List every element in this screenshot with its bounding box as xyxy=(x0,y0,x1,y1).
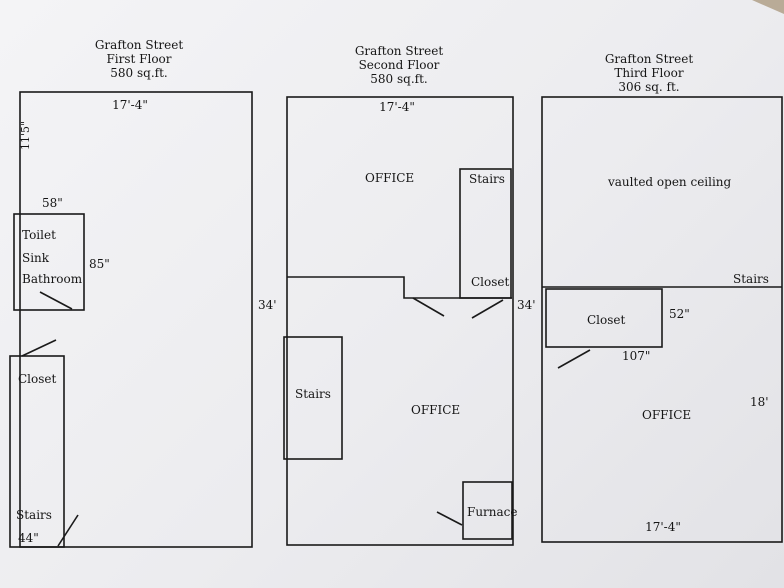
closet-label: Closet xyxy=(587,313,626,327)
toilet-label: Toilet xyxy=(22,228,56,242)
width-dimension: 17'-4" xyxy=(112,98,148,112)
floor-level: First Floor xyxy=(106,51,172,66)
width-dimension: 17'-4" xyxy=(645,520,681,534)
stairs-door xyxy=(57,514,79,547)
stairs-width: 44" xyxy=(18,531,39,545)
street-name: Grafton Street xyxy=(354,44,444,58)
closet-room xyxy=(545,288,663,348)
closet-depth: 52" xyxy=(669,307,690,321)
stairs-room xyxy=(283,336,343,460)
bathroom-width: 58" xyxy=(42,196,63,210)
closet-label: Closet xyxy=(18,372,57,386)
floor-area: 580 sq.ft. xyxy=(110,65,168,80)
second-floor-outline xyxy=(286,96,514,546)
width-dimension: 17'-4" xyxy=(379,100,415,114)
furnace-label: Furnace xyxy=(467,505,518,519)
bathroom-label: Bathroom xyxy=(22,272,83,286)
sink-label: Sink xyxy=(22,251,50,265)
stairs-label: Stairs xyxy=(295,387,331,401)
floor-level: Third Floor xyxy=(614,65,684,80)
second-floor-title: Grafton Street Second Floor 580 sq.ft. xyxy=(354,44,444,86)
street-name: Grafton Street xyxy=(94,38,184,52)
closet-stairs-room xyxy=(9,355,65,548)
length-dimension: 34' xyxy=(517,298,536,312)
bathroom-door xyxy=(39,291,73,310)
stairs-label: Stairs xyxy=(469,172,505,186)
bathroom-height: 85" xyxy=(89,257,110,271)
third-floor-outline xyxy=(541,96,783,543)
stairs-label: Stairs xyxy=(733,272,769,286)
ceiling-label: vaulted open ceiling xyxy=(608,175,732,189)
office-label: OFFICE xyxy=(411,403,461,417)
office-door-right xyxy=(471,299,504,319)
length-dimension: 18' xyxy=(750,395,769,409)
bathroom-room xyxy=(13,213,85,311)
floor-level: Second Floor xyxy=(358,57,440,72)
closet-door xyxy=(557,349,591,369)
office-label: OFFICE xyxy=(642,408,692,422)
third-floor-title: Grafton Street Third Floor 306 sq. ft. xyxy=(604,52,694,94)
furnace-door xyxy=(436,511,463,526)
length-dimension: 34' xyxy=(258,298,277,312)
office-door-left xyxy=(412,297,445,317)
stairs-closet-room xyxy=(459,168,512,299)
closet-label: Closet xyxy=(471,275,510,289)
floor-area: 306 sq. ft. xyxy=(618,79,680,94)
closet-width: 107" xyxy=(622,349,651,363)
floor-area: 580 sq.ft. xyxy=(370,71,428,86)
stairs-label: Stairs xyxy=(16,508,52,522)
street-name: Grafton Street xyxy=(604,52,694,66)
furnace-room xyxy=(462,481,513,540)
first-floor-title: Grafton Street First Floor 580 sq.ft. xyxy=(94,38,184,80)
side-dimension: 11'5" xyxy=(19,120,32,150)
office-divider-wall xyxy=(287,276,512,299)
closet-door xyxy=(21,339,57,357)
first-floor-outline xyxy=(19,91,253,548)
office-label: OFFICE xyxy=(365,171,415,185)
